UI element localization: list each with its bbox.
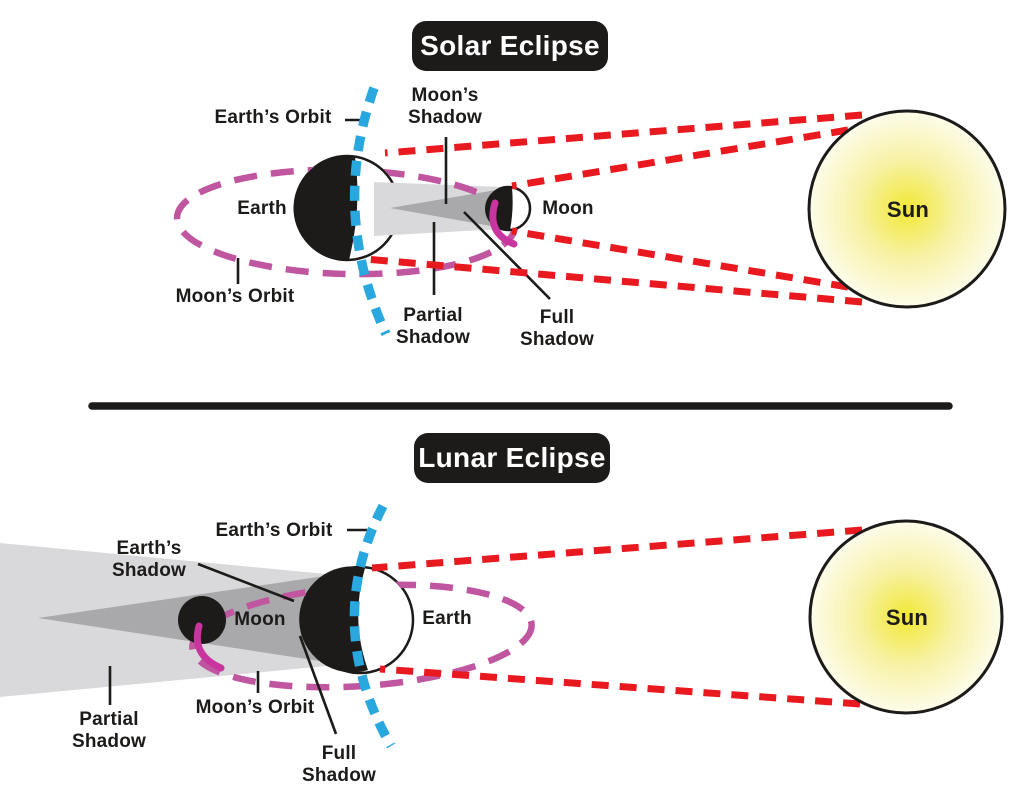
solar-ray-bottom-outer (364, 255, 863, 306)
solar-leader-lines (236, 118, 551, 300)
lunar-partial-shadow-label: Partial Shadow (71, 708, 147, 752)
lunar-full-shadow-leader (298, 635, 338, 735)
solar-moons-shadow-label: Moon’s Shadow (407, 84, 483, 128)
lunar-full-shadow-label: Full Shadow (301, 742, 377, 786)
lunar-moons-orbit-label: Moon’s Orbit (195, 696, 315, 718)
solar-full-shadow-cone (390, 188, 508, 229)
solar-title-badge: Solar Eclipse (412, 21, 608, 71)
lunar-moons-orbit-near-arc (193, 622, 225, 672)
solar-sun-rays (364, 111, 863, 306)
solar-earth (293, 154, 401, 262)
solar-earth-label: Earth (237, 197, 287, 219)
lunar-ray-top (371, 526, 863, 572)
lunar-leader-lines (108, 528, 367, 735)
solar-ray-top-inner (511, 126, 849, 190)
solar-ray-top-outer (384, 111, 863, 157)
lunar-moon-label: Moon (234, 608, 286, 630)
lunar-sun-rays (371, 526, 863, 708)
solar-title: Solar Eclipse (420, 30, 600, 61)
solar-moons-orbit-near-arc (489, 199, 518, 248)
solar-full-shadow-label: Full Shadow (519, 306, 595, 350)
lunar-earths-orbit-label: Earth’s Orbit (215, 519, 333, 541)
solar-partial-shadow-label: Partial Shadow (395, 304, 471, 348)
lunar-ray-bottom (379, 665, 861, 708)
solar-moons-orbit-label: Moon’s Orbit (175, 285, 295, 307)
solar-earths-orbit-arc (349, 86, 391, 336)
lunar-title: Lunar Eclipse (418, 442, 606, 473)
solar-earth-night-side (293, 156, 358, 261)
lunar-sun-circle (808, 519, 1004, 715)
solar-moon-label: Moon (542, 197, 594, 219)
lunar-earth-night-side (299, 566, 368, 673)
lunar-earths-shadow-label: Earth’s Shadow (111, 537, 187, 581)
solar-ray-bottom-inner (511, 227, 849, 291)
solar-full-shadow-leader (463, 211, 551, 300)
lunar-title-badge: Lunar Eclipse (414, 433, 610, 483)
lunar-earth-label: Earth (422, 607, 472, 629)
lunar-sun-label: Sun (885, 605, 929, 631)
solar-earths-orbit-label: Earth’s Orbit (214, 106, 332, 128)
lunar-earths-shadow-leader (197, 562, 295, 603)
solar-sun-circle (807, 109, 1007, 309)
lunar-moon-circle (178, 596, 226, 644)
solar-sun-label: Sun (886, 197, 930, 223)
lunar-earth (299, 565, 415, 675)
lunar-earths-orbit-arc (349, 503, 396, 749)
